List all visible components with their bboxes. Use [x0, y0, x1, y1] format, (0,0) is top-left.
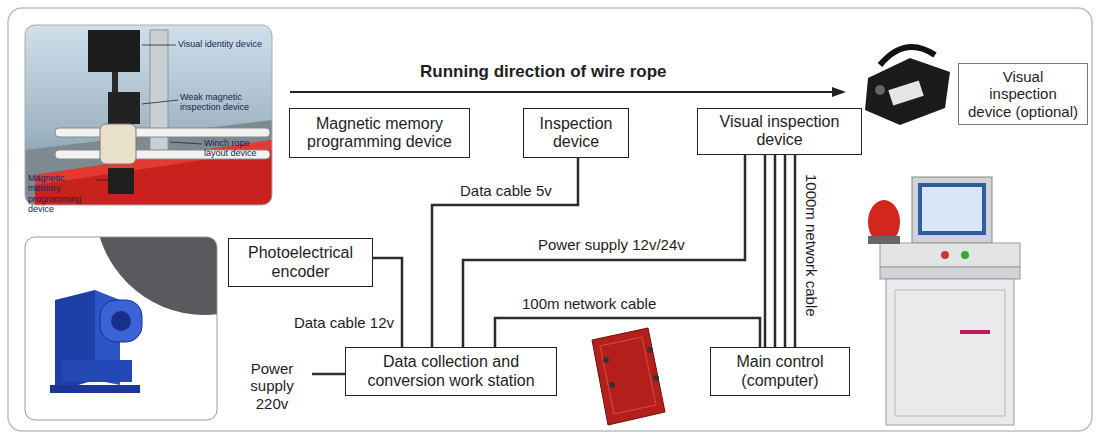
process-box: Main control (computer)	[710, 347, 850, 396]
power-label: Power supply 220v	[232, 360, 312, 412]
box-text: Magnetic memory programming device	[298, 115, 461, 152]
process-box: Magnetic memory programming device	[289, 108, 470, 158]
cable-label: 1000m network cable	[803, 172, 820, 319]
box-text: Data collection and conversion work stat…	[354, 353, 548, 390]
box-text: Inspection device	[532, 115, 620, 152]
cable-label: Power supply 12v/24v	[536, 236, 687, 253]
encoder-illustration	[25, 237, 217, 420]
cable-label: Data cable 5v	[458, 182, 554, 199]
process-box: Data collection and conversion work stat…	[345, 347, 557, 396]
cable-label: 100m network cable	[520, 295, 658, 312]
part-label: Winch rope layout device	[204, 138, 270, 159]
optional-device-illustration	[865, 47, 950, 125]
cable-line	[765, 155, 795, 347]
frame	[8, 8, 1092, 431]
box-text: Main control (computer)	[719, 353, 841, 390]
cable-line	[495, 318, 760, 347]
process-box: Visual inspection device	[697, 108, 862, 155]
direction-arrow	[290, 91, 835, 93]
part-label: Visual identity device	[178, 39, 270, 49]
cable-label: Data cable 12v	[292, 314, 396, 331]
box-text: Visual inspection device (optional)	[967, 68, 1079, 120]
process-box: Photoelectrical encoder	[228, 238, 373, 287]
process-box: Inspection device	[523, 108, 629, 158]
part-label: Weak magnetic inspection device	[180, 92, 266, 113]
power-lead	[312, 373, 345, 376]
box-text: Photoelectrical encoder	[237, 244, 364, 281]
direction-label: Running direction of wire rope	[420, 62, 720, 82]
cable-line	[373, 258, 402, 347]
console-illustration	[868, 177, 1020, 425]
station-illustration	[592, 328, 665, 425]
process-box: Visual inspection device (optional)	[958, 63, 1088, 125]
part-label: Magnetic memory programming device	[28, 173, 94, 214]
box-text: Visual inspection device	[706, 113, 853, 150]
